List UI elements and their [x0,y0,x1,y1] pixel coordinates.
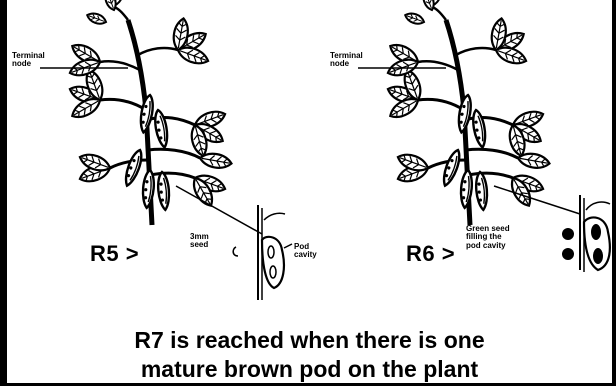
right-plant-drawing [358,0,580,225]
right-pod-inset [562,195,610,272]
left-terminal-node-label: Terminal node [12,52,45,69]
caption-line-2: mature brown pod on the plant [7,355,612,384]
pod-cavity-label: Pod cavity [294,243,317,260]
left-plant-drawing [40,0,292,300]
green-seed-label: Green seed filling the pod cavity [466,225,510,250]
caption-line-1: R7 is reached when there is one [7,326,612,355]
right-terminal-node-label: Terminal node [330,52,363,69]
left-stage-label: R5 > [90,242,139,265]
right-stage-label: R6 > [406,242,455,265]
seed-size-label: 3mm seed [190,233,209,250]
